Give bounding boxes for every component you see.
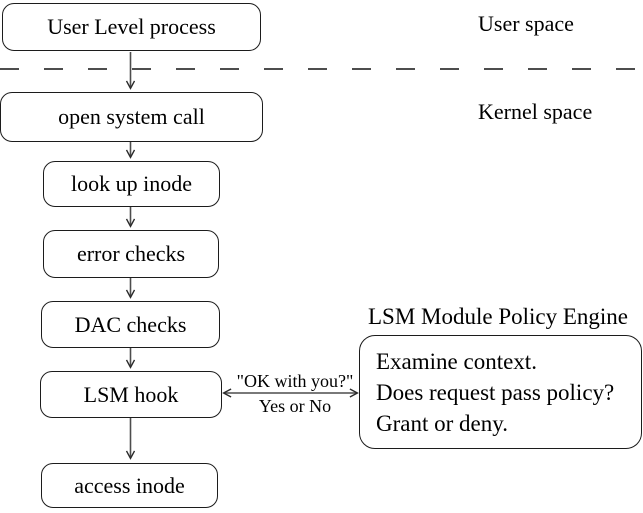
flow-box-label: look up inode: [71, 171, 192, 196]
flow-box-user-level-process: User Level process: [2, 3, 261, 51]
kernel-space-label: Kernel space: [478, 99, 593, 124]
policy-engine-line: Examine context.: [376, 348, 537, 374]
flow-box-access-inode: access inode: [41, 463, 218, 508]
flow-box-label: open system call: [58, 104, 205, 129]
flow-box-label: DAC checks: [74, 311, 187, 337]
flow-box-label: error checks: [76, 241, 186, 266]
user-space-label: User space: [478, 11, 574, 36]
flow-box-open-system-call: open system call: [0, 92, 263, 142]
hook-arrow-question-label: "OK with you?": [236, 371, 354, 391]
flow-box-label: LSM hook: [83, 381, 179, 407]
flow-box-look-up-inode: look up inode: [43, 161, 220, 207]
flow-box-error-checks: error checks: [43, 230, 219, 278]
policy-engine-title: LSM Module Policy Engine: [367, 304, 629, 329]
policy-engine-line: Grant or deny.: [376, 410, 508, 436]
policy-engine-line: Does request pass policy?: [376, 379, 615, 405]
flow-box-label: User Level process: [47, 14, 216, 39]
flow-box-lsm-hook: LSM hook: [40, 371, 222, 418]
flow-box-label: access inode: [74, 472, 185, 498]
hook-arrow-answer-label: Yes or No: [258, 396, 332, 416]
flow-box-dac-checks: DAC checks: [41, 301, 220, 348]
policy-engine-box: Examine context. Does request pass polic…: [359, 335, 642, 449]
